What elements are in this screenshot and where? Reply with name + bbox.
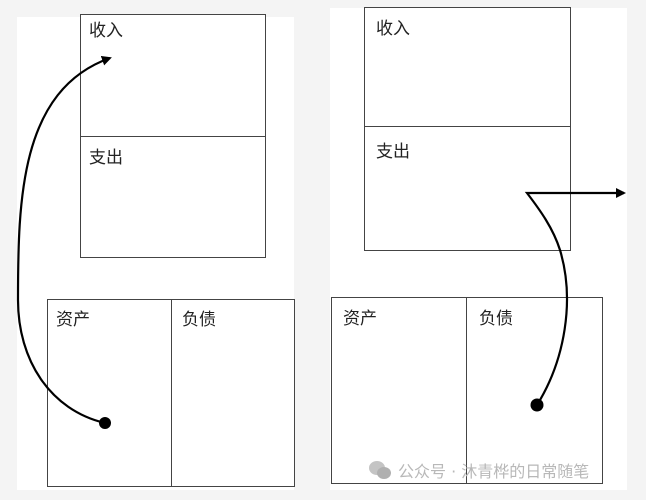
left-flow-arrow bbox=[16, 55, 112, 429]
right-income-label: 收入 bbox=[376, 19, 410, 39]
right-assets-box bbox=[331, 297, 468, 484]
right-flow-arrow bbox=[524, 188, 626, 412]
right-expense-label: 支出 bbox=[376, 142, 410, 162]
right-income-box bbox=[364, 7, 571, 128]
right-liabilities-box bbox=[466, 297, 603, 484]
left-assets-label: 资产 bbox=[56, 310, 90, 330]
right-assets-label: 资产 bbox=[343, 309, 377, 329]
right-flow-dot bbox=[530, 398, 544, 412]
watermark-text: 公众号 · 沐青桦的日常随笔 bbox=[398, 462, 590, 481]
left-income-label: 收入 bbox=[89, 21, 123, 41]
watermark: 公众号 · 沐青桦的日常随笔 bbox=[368, 458, 589, 482]
left-assets-box bbox=[47, 299, 173, 487]
left-income-box bbox=[80, 14, 266, 138]
wechat-icon bbox=[369, 461, 391, 479]
left-liabilities-box bbox=[171, 299, 295, 487]
left-expense-box bbox=[80, 136, 266, 258]
right-liabilities-label: 负债 bbox=[479, 309, 513, 329]
left-liabilities-label: 负债 bbox=[182, 310, 216, 330]
right-expense-box bbox=[364, 126, 571, 251]
left-flow-dot bbox=[99, 417, 111, 429]
left-expense-label: 支出 bbox=[89, 148, 123, 168]
